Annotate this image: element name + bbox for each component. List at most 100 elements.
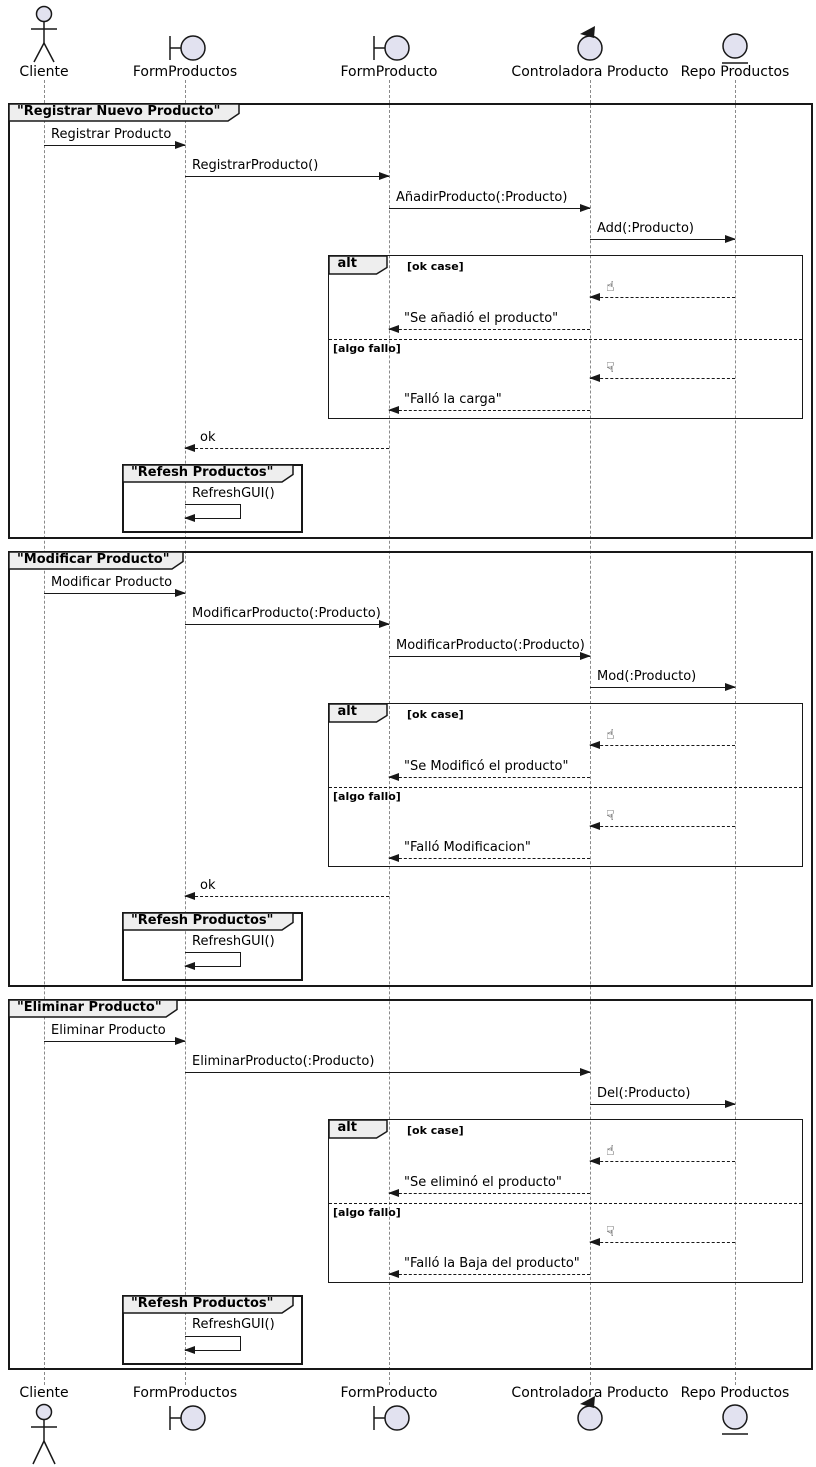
alt-fragment: alt [ok case] [algo fallo] (327, 254, 803, 419)
guard-fail: [algo fallo] (333, 1206, 401, 1219)
arrowhead-icon (589, 822, 600, 830)
boundary-icon (162, 28, 208, 68)
control-icon (570, 1395, 610, 1435)
participant-label: Cliente (19, 1385, 69, 1401)
arrowhead-icon (388, 1270, 399, 1278)
guard-fail: [algo fallo] (333, 342, 401, 355)
frame-title: "Modificar Producto" (17, 552, 170, 567)
thumbs-up-icon: ☝ (606, 279, 615, 295)
participant-label: FormProductos (132, 1385, 238, 1401)
arrowhead-icon (589, 293, 600, 301)
arrowhead-icon (589, 1157, 600, 1165)
self-message-label: RefreshGUI() (192, 934, 275, 949)
self-message-arrow (184, 1336, 241, 1354)
arrowhead-icon (589, 1238, 600, 1246)
entity-icon (720, 1403, 750, 1437)
arrowhead-icon (175, 1037, 186, 1045)
guard-ok: [ok case] (407, 1124, 464, 1137)
arrowhead-icon (388, 1189, 399, 1197)
frame-registrar: "Registrar Nuevo Producto" (8, 103, 813, 539)
message-reply-fail: "Falló la Baja del producto" (388, 1254, 590, 1278)
arrowhead-icon (388, 773, 399, 781)
arrowhead-icon (589, 741, 600, 749)
alt-operator: alt (337, 703, 357, 719)
frame-modificar: "Modificar Producto" (8, 551, 813, 987)
alt-operator: alt (337, 255, 357, 271)
message-reply-ok: "Se añadió el producto" (388, 309, 590, 333)
lifeline-controladora (590, 80, 591, 1385)
message-eliminarproducto: EliminarProducto(:Producto) (185, 1052, 591, 1076)
arrowhead-icon (379, 172, 390, 180)
alt-operator: alt (337, 1119, 357, 1135)
message-reply-ok: "Se eliminó el producto" (388, 1173, 590, 1197)
arrowhead-icon (379, 620, 390, 628)
alt-fragment: alt [ok case] [algo fallo] (327, 702, 803, 867)
participant-label: Repo Productos (680, 1385, 790, 1401)
frame-title: "Refesh Productos" (131, 1296, 274, 1311)
self-message-arrow (184, 504, 241, 522)
arrowhead-icon (388, 406, 399, 414)
frame-refesh-productos: "Refesh Productos" (122, 1295, 303, 1365)
thumbs-up-icon: ☝ (606, 1143, 615, 1159)
frame-eliminar: "Eliminar Producto" (8, 999, 813, 1370)
message-del: Del(:Producto) (590, 1084, 736, 1108)
alt-divider (329, 787, 802, 788)
message-thumbs-down: ☟ (589, 806, 735, 830)
arrowhead-icon (184, 514, 195, 522)
lifeline-formproducto (389, 80, 390, 1385)
arrowhead-icon (184, 892, 195, 900)
control-icon (570, 25, 610, 65)
boundary-icon (366, 28, 412, 68)
message-thumbs-down: ☟ (589, 1222, 735, 1246)
participant-label: Cliente (19, 64, 69, 80)
message-reply-ok: "Se Modificó el producto" (388, 757, 590, 781)
frame-title-tab: "Refesh Productos" (122, 464, 294, 483)
thumbs-down-icon: ☟ (606, 1224, 615, 1240)
message-modificarproducto-2: ModificarProducto(:Producto) (389, 636, 591, 660)
frame-title: "Refesh Productos" (131, 913, 274, 928)
message-modificar-producto: Modificar Producto (44, 573, 186, 597)
message-thumbs-up: ☝ (589, 1141, 735, 1165)
message-registrar-producto: Registrar Producto (44, 125, 186, 149)
message-reply-fail: "Falló Modificacion" (388, 838, 590, 862)
participant-label: Repo Productos (680, 64, 790, 80)
lifeline-cliente (44, 80, 45, 1385)
alt-operator-tab: alt (327, 254, 388, 275)
arrowhead-icon (184, 1346, 195, 1354)
arrowhead-icon (184, 444, 195, 452)
message-ok: ok (184, 876, 389, 900)
arrowhead-icon (725, 1100, 736, 1108)
frame-title-tab: "Eliminar Producto" (8, 999, 178, 1018)
message-thumbs-up: ☝ (589, 725, 735, 749)
participant-label: FormProductos (132, 64, 238, 80)
frame-title: "Refesh Productos" (131, 465, 274, 480)
message-add: Add(:Producto) (590, 219, 736, 243)
arrowhead-icon (388, 854, 399, 862)
message-eliminar-producto: Eliminar Producto (44, 1021, 186, 1045)
frame-title-tab: "Refesh Productos" (122, 912, 294, 931)
self-message-label: RefreshGUI() (192, 1317, 275, 1332)
guard-ok: [ok case] (407, 260, 464, 273)
thumbs-up-icon: ☝ (606, 727, 615, 743)
alt-divider (329, 339, 802, 340)
participant-label: Controladora Producto (511, 1385, 669, 1401)
arrowhead-icon (184, 962, 195, 970)
message-reply-fail: "Falló la carga" (388, 390, 590, 414)
participant-label: Controladora Producto (511, 64, 669, 80)
message-registrarproducto: RegistrarProducto() (185, 156, 390, 180)
alt-operator-tab: alt (327, 1118, 388, 1139)
message-anadirproducto: AñadirProducto(:Producto) (389, 188, 591, 212)
alt-operator-tab: alt (327, 702, 388, 723)
thumbs-down-icon: ☟ (606, 808, 615, 824)
frame-refesh-productos: "Refesh Productos" (122, 912, 303, 981)
guard-fail: [algo fallo] (333, 790, 401, 803)
arrowhead-icon (388, 325, 399, 333)
arrowhead-icon (589, 374, 600, 382)
alt-divider (329, 1203, 802, 1204)
arrowhead-icon (580, 204, 591, 212)
frame-refesh-productos: "Refesh Productos" (122, 464, 303, 533)
entity-icon (720, 32, 750, 66)
lifeline-formproductos (185, 80, 186, 1385)
boundary-icon (366, 1398, 412, 1438)
